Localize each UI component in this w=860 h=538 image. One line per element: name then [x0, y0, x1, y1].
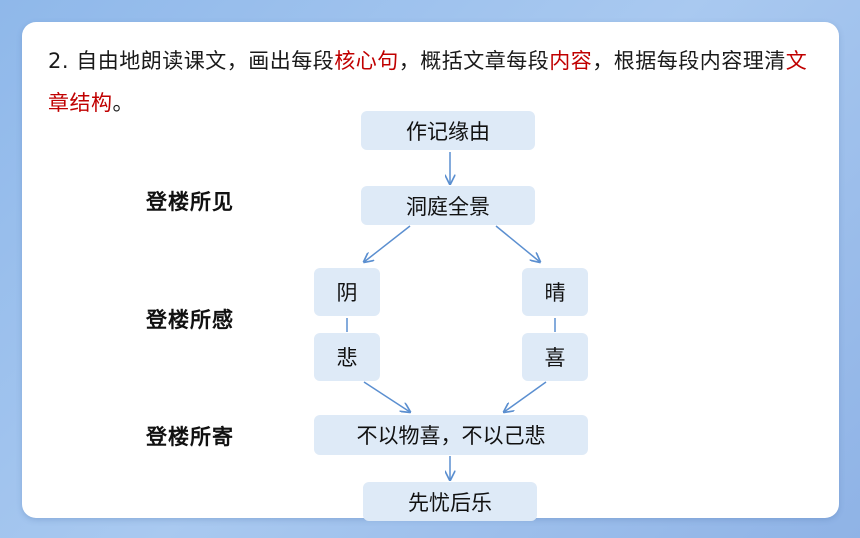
node-panorama: 洞庭全景 [361, 186, 535, 225]
arrow-panorama-to-qing [495, 225, 540, 262]
node-bei: 悲 [314, 333, 380, 381]
node-qing: 晴 [522, 268, 588, 316]
instruction-text: 2. 自由地朗读课文，画出每段核心句，概括文章每段内容，根据每段内容理清文章结构… [48, 40, 808, 124]
highlight-core-sentence: 核心句 [334, 49, 399, 73]
node-conclusion: 不以物喜，不以己悲 [314, 415, 588, 455]
node-xi: 喜 [522, 333, 588, 381]
intro-text-2: ，概括文章每段 [398, 49, 550, 73]
highlight-content: 内容 [549, 49, 593, 73]
intro-text-1: 2. 自由地朗读课文，画出每段 [48, 49, 335, 73]
arrow-panorama-to-yin [364, 225, 411, 262]
intro-text-4: 。 [112, 91, 134, 115]
highlight-structure: 文章结构 [48, 49, 808, 115]
node-final: 先忧后乐 [363, 482, 537, 521]
node-yin: 阴 [314, 268, 380, 316]
side-label-entrust: 登楼所寄 [146, 425, 234, 449]
side-label-seen: 登楼所见 [146, 190, 234, 214]
node-origin: 作记缘由 [361, 111, 535, 150]
side-label-felt: 登楼所感 [146, 308, 234, 332]
intro-text-3: ，根据每段内容理清 [592, 49, 786, 73]
arrow-xi-to-conclusion [504, 381, 547, 412]
arrow-bei-to-conclusion [363, 381, 410, 412]
